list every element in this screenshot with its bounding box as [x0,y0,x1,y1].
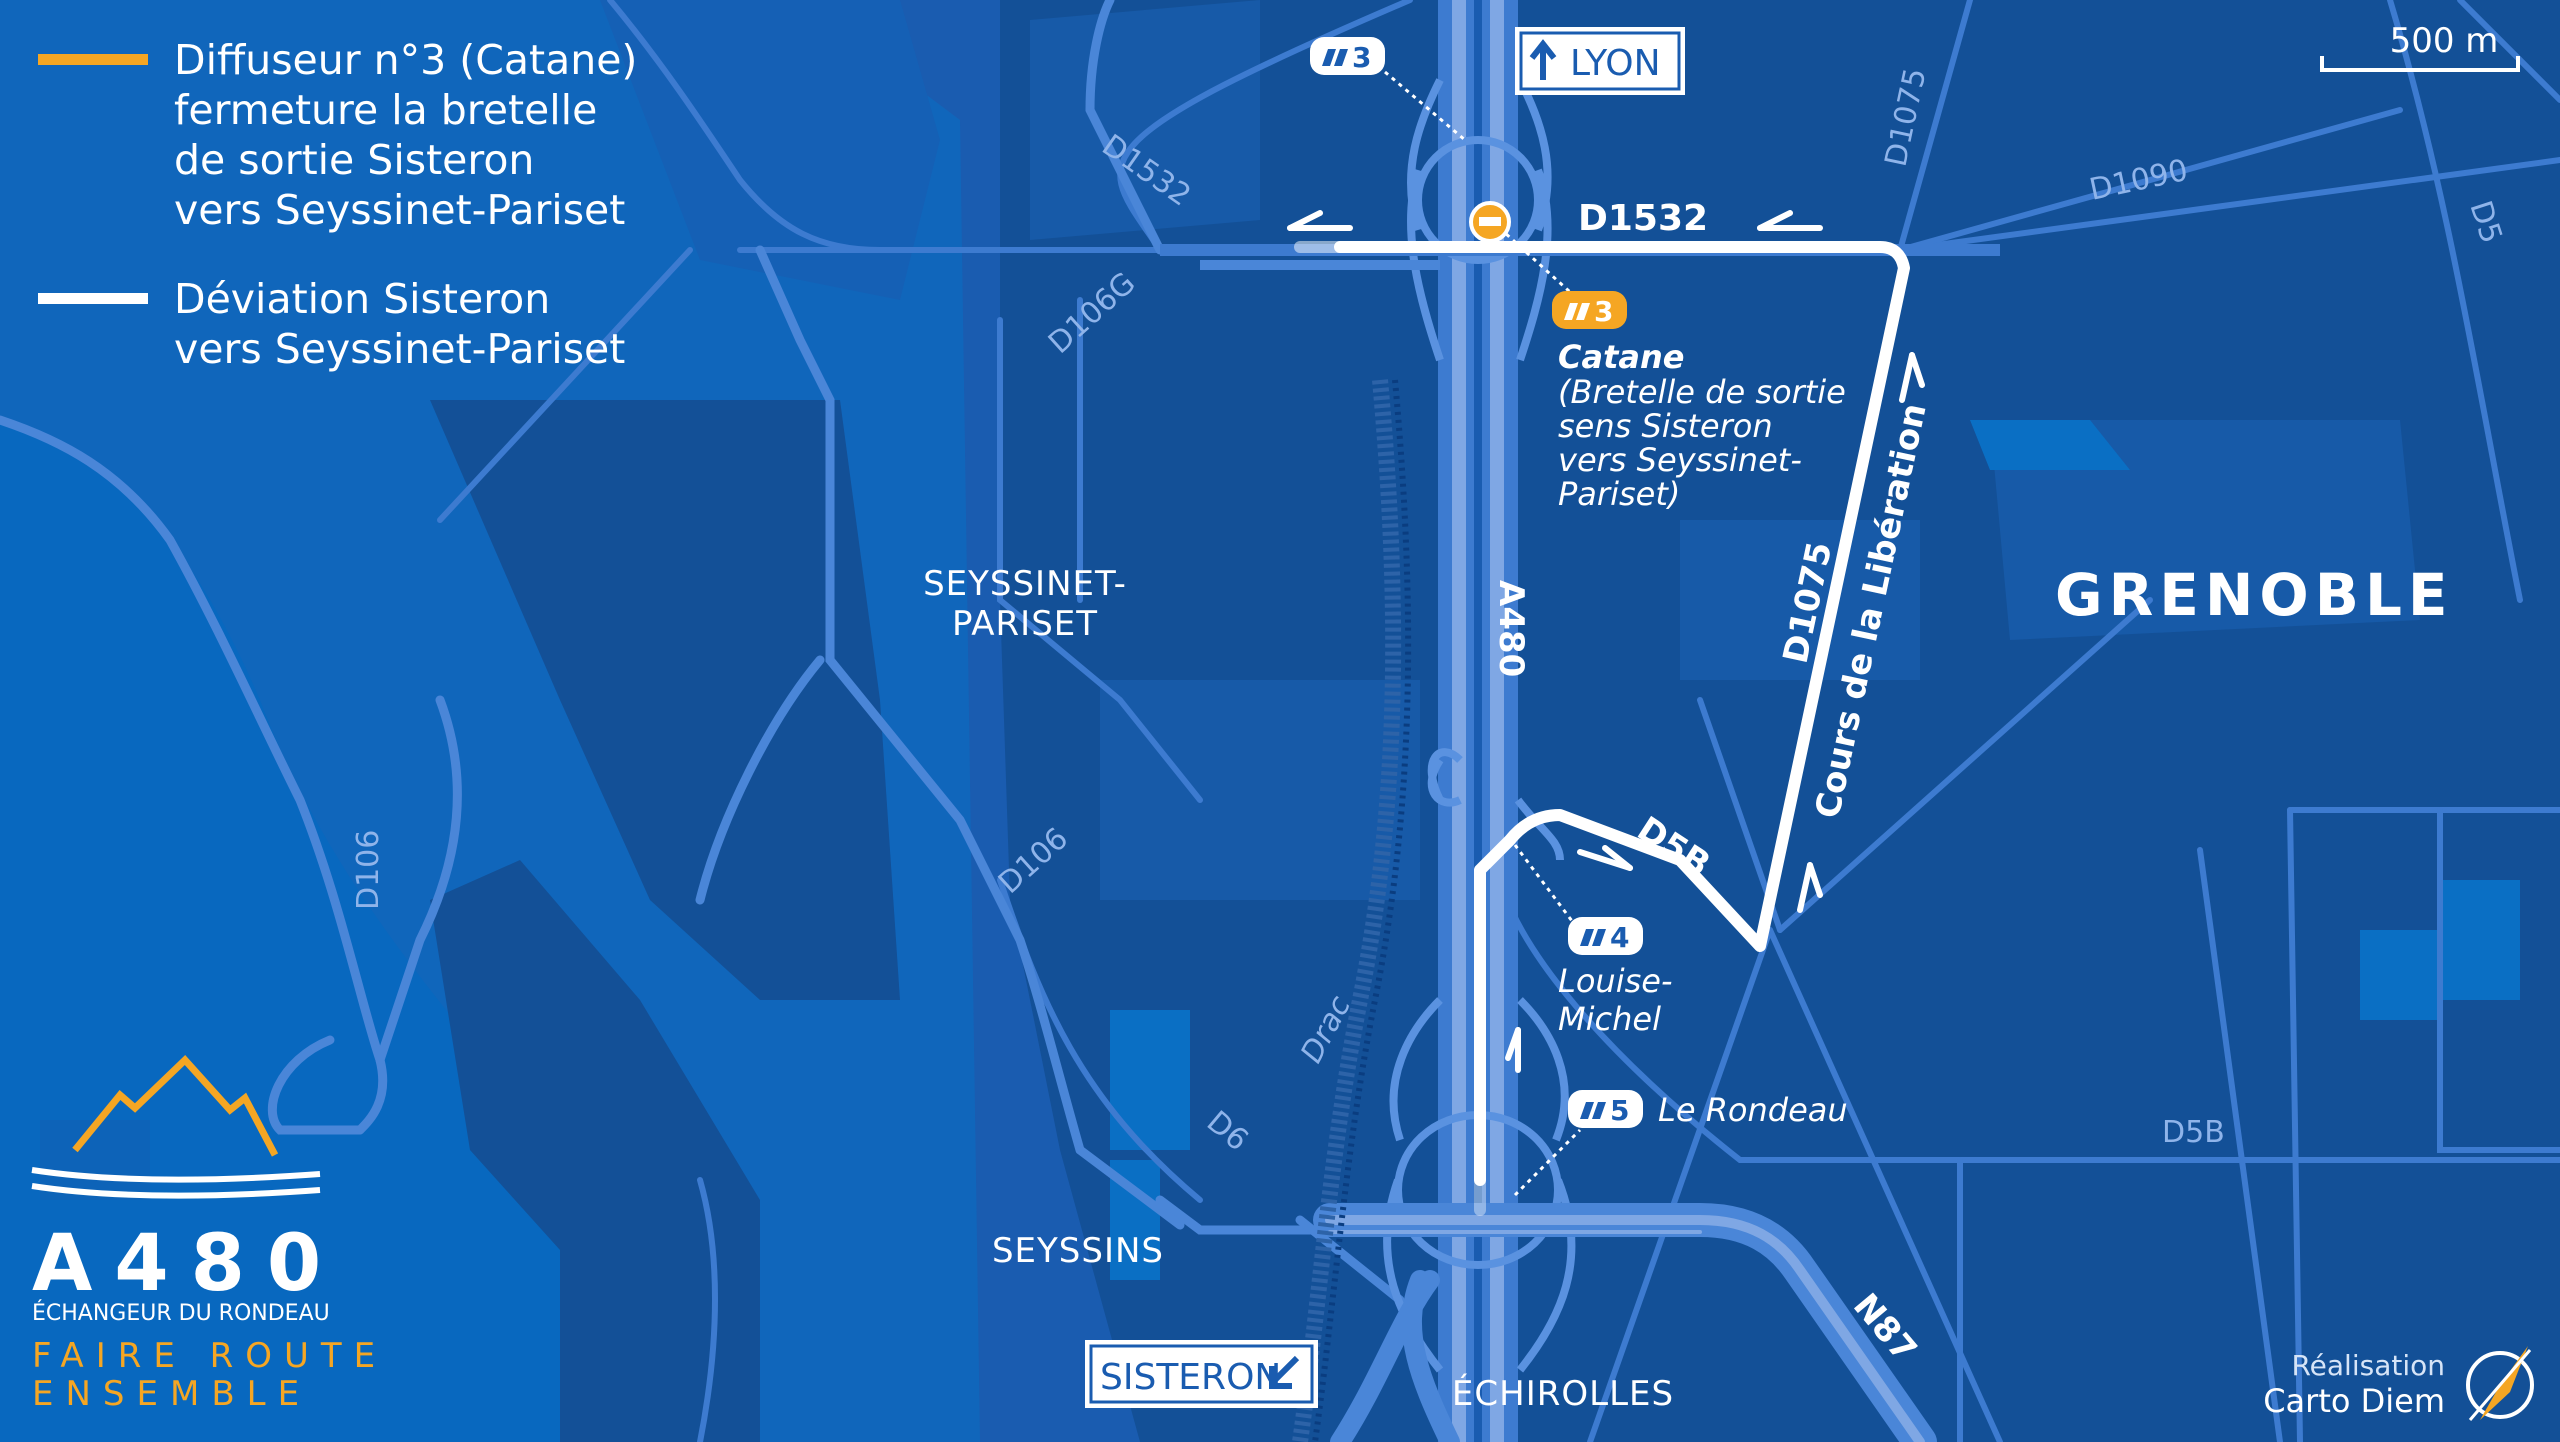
mountain-icon [72,1054,279,1157]
exit3-number: 3 [1594,295,1613,328]
road-label-d1532-major: D1532 [1578,198,1708,239]
exit3-note-1: (Bretelle de sortie [1558,373,1846,411]
drac-river-bank [1312,379,1412,1442]
legend-closure-1: Diffuseur n°3 (Catane) [174,36,637,84]
compass-icon [2466,1346,2534,1421]
arrow-down-left-icon [1269,1355,1300,1389]
logo-tagline-1: FAIRE ROUTE [32,1336,387,1376]
logo-tagline-2: ENSEMBLE [32,1374,311,1414]
a480-logo: A480 ÉCHANGEUR DU RONDEAU FAIRE ROUTE EN… [31,1054,387,1414]
exit3-note-2: sens Sisteron [1558,407,1773,445]
exit5-name: Le Rondeau [1658,1091,1848,1129]
exit3-top-number: 3 [1352,41,1371,74]
exit-badge-5: 5 [1568,1090,1643,1128]
exit4-name-2: Michel [1558,1000,1661,1038]
legend: Diffuseur n°3 (Catane) fermeture la bret… [38,36,637,373]
logo-title: A480 [32,1219,343,1309]
legend-closure-2: fermeture la bretelle [174,86,597,134]
medium-roads [0,0,1405,1305]
direction-sign-lyon: LYON [1515,27,1685,95]
exit3-note-3: vers Seyssinet- [1558,441,1802,479]
place-seyssins: SEYSSINS [992,1231,1164,1271]
direction-sign-sisteron: SISTERON [1085,1340,1318,1408]
arrow-up-icon [1529,39,1557,80]
scale-bar: 500 m [2320,21,2520,72]
exit-leaders [1384,70,1582,1197]
credit-line-2: Carto Diem [2263,1382,2445,1420]
exit-badge-4: 4 [1568,917,1643,955]
exit-badge-3-top: 3 [1310,37,1385,75]
exit4-number: 4 [1610,921,1629,954]
credit: Réalisation Carto Diem [2263,1346,2534,1421]
legend-deviation-1: Déviation Sisteron [174,275,550,323]
direction-lyon: LYON [1570,43,1661,84]
urban-blocks [430,0,2560,1442]
legend-deviation-swatch [38,293,148,304]
road-label-a480: A480 [1491,580,1531,677]
road-label-d106-left: D106 [351,830,386,910]
n87-road [1313,1203,1937,1442]
legend-closure-3: de sortie Sisteron [174,136,534,184]
legend-closure-4: vers Seyssinet-Pariset [174,186,625,234]
exit5-number: 5 [1610,1094,1629,1127]
deviation-route [1294,241,1910,1216]
scale-label: 500 m [2390,21,2499,61]
logo-subtitle: ÉCHANGEUR DU RONDEAU [32,1300,330,1326]
road-label-d5b-minor: D5B [2162,1115,2225,1150]
exit4-name-1: Louise- [1558,962,1672,1000]
legend-closure-swatch [38,54,148,65]
exit-badge-3: 3 [1552,291,1627,329]
a480-corridor [1438,0,1518,1442]
place-seyssinet-2: PARISET [952,604,1098,644]
exit3-note-4: Pariset) [1558,475,1680,513]
drac-river [1292,379,1402,1442]
closure-marker [1469,201,1572,294]
route-arrows [1287,210,1925,1073]
legend-deviation-2: vers Seyssinet-Pariset [174,325,625,373]
place-seyssinet-1: SEYSSINET- [923,564,1127,604]
credit-line-1: Réalisation [2291,1349,2445,1382]
direction-sisteron: SISTERON [1100,1357,1281,1398]
place-grenoble: GRENOBLE [2055,561,2454,629]
place-echirolles: ÉCHIROLLES [1452,1373,1674,1414]
exit3-name: Catane [1558,338,1684,376]
minor-roads [437,0,2560,1442]
